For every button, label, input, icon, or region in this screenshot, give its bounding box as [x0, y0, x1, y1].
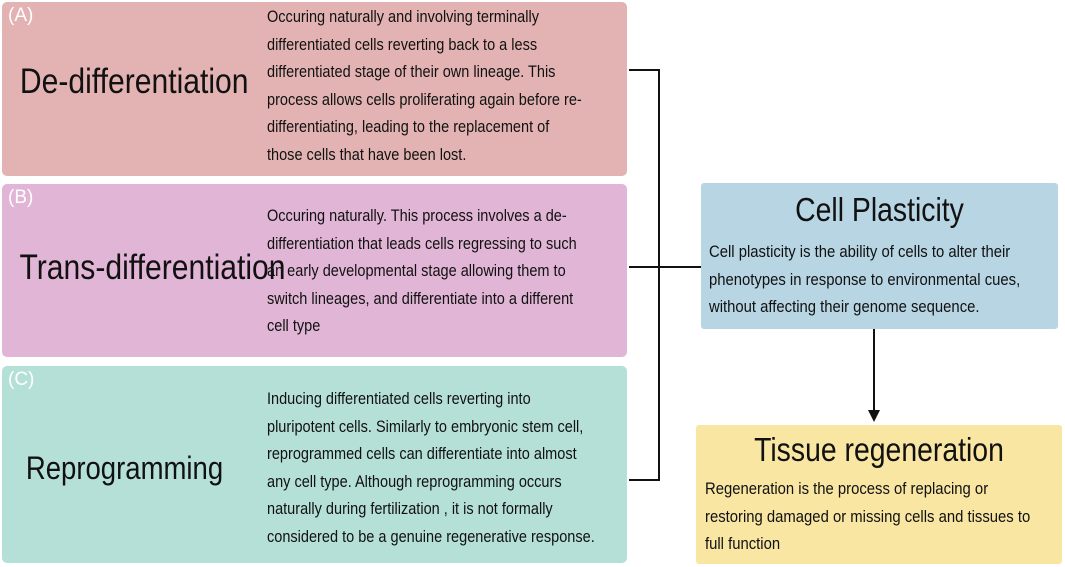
tissue-regeneration-box: Tissue regeneration Regeneration is the … — [696, 425, 1062, 564]
description-line: restoring damaged or missing cells and t… — [705, 507, 1031, 526]
arrow-head-icon — [868, 410, 880, 422]
description-line: reprogrammed cells can differentiate int… — [267, 445, 577, 464]
description-line: process allows cells proliferating again… — [267, 90, 582, 109]
description-line: without affecting their genome sequence. — [709, 298, 980, 317]
panel-de-differentiation: (A) De-differentiation Occuring naturall… — [2, 2, 627, 176]
description-line: any cell type. Although reprogramming oc… — [267, 472, 562, 491]
description-line: those cells that have been lost. — [267, 145, 467, 164]
description-line: phenotypes in response to environmental … — [709, 270, 1021, 289]
term-title: Reprogramming — [25, 450, 224, 486]
cell-plasticity-title: Cell Plasticity — [795, 191, 964, 228]
description-line: switch lineages, and differentiate into … — [267, 289, 574, 308]
panel-tag: (B) — [8, 187, 34, 208]
description-line: pluripotent cells. Similarly to embryoni… — [267, 417, 584, 436]
description-line: Occuring naturally. This process involve… — [267, 207, 567, 225]
cell-plasticity-box: Cell Plasticity Cell plasticity is the a… — [701, 183, 1058, 329]
panel-reprogramming: (C) Reprogramming Inducing differentiate… — [2, 366, 627, 563]
description-line: full function — [705, 535, 781, 554]
description-line: considered to be a genuine regenerative … — [267, 527, 595, 546]
description-line: differentiated cells reverting back to a… — [267, 35, 538, 54]
term-title: De-differentiation — [19, 62, 249, 101]
term-description: Occuring naturally and involving termina… — [267, 4, 637, 170]
description-line: differentiating, leading to the replacem… — [267, 118, 550, 137]
description-line: naturally during fertilization , it is n… — [267, 500, 553, 519]
description-line: an early developmental stage allowing th… — [267, 262, 566, 281]
description-line: Cell plasticity is the ability of cells … — [709, 243, 1011, 261]
description-line: differentiation that leads cells regress… — [267, 234, 577, 253]
description-line: cell type — [267, 317, 321, 336]
description-line: Inducing differentiated cells reverting … — [267, 390, 531, 408]
tissue-regeneration-title: Tissue regeneration — [754, 431, 1004, 468]
term-description: Inducing differentiated cells reverting … — [267, 386, 637, 552]
term-description: Occuring naturally. This process involve… — [267, 203, 637, 341]
tissue-regeneration-description: Regeneration is the process of replacing… — [705, 476, 1065, 559]
panel-trans-differentiation: (B) Trans-differentiation Occuring natur… — [2, 184, 627, 357]
description-line: Regeneration is the process of replacing… — [705, 480, 989, 498]
panel-tag: (A) — [8, 5, 34, 26]
description-line: differentiated stage of their own lineag… — [267, 63, 556, 82]
description-line: Occuring naturally and involving termina… — [267, 8, 539, 26]
cell-plasticity-description: Cell plasticity is the ability of cells … — [709, 239, 1055, 322]
bracket-line — [629, 69, 660, 481]
panel-tag: (C) — [8, 369, 35, 390]
